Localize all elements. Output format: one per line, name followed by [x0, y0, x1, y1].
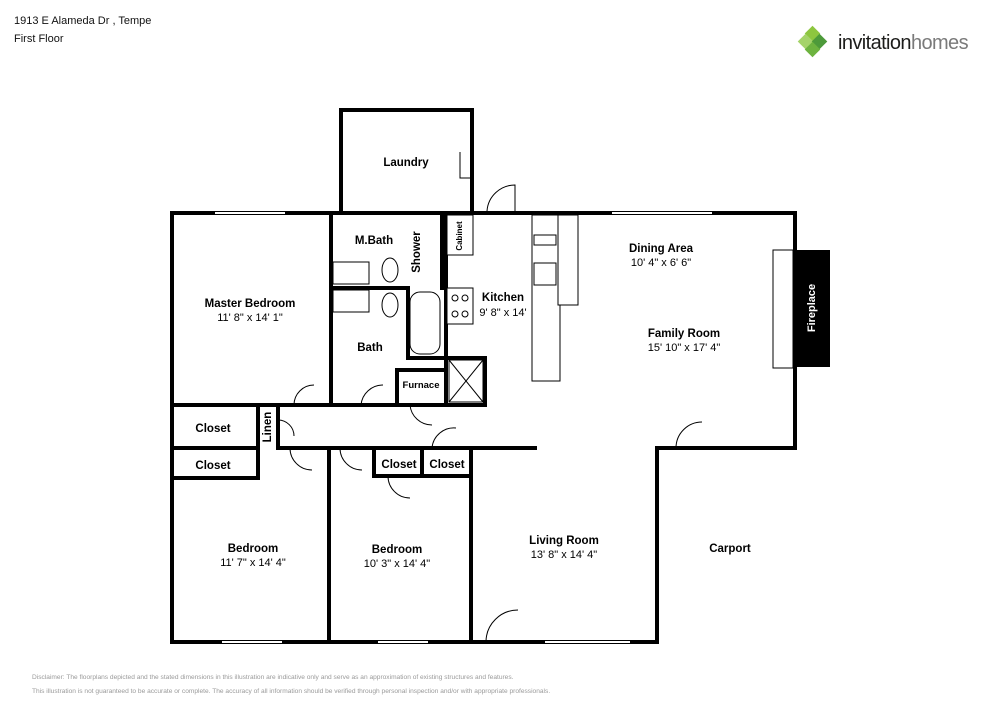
- disclaimer-line-2: This illustration is not guaranteed to b…: [32, 688, 551, 695]
- kitchen-dims: 9' 8" x 14': [479, 307, 526, 319]
- bedroom2-closet-a-label: Closet: [381, 459, 416, 471]
- family-dims: 15' 10" x 17' 4": [648, 342, 721, 354]
- living-room-label: Living Room: [529, 535, 599, 547]
- brand-logo: invitationhomes: [797, 25, 977, 63]
- living-room-dims: 13' 8" x 14' 4": [531, 549, 598, 561]
- master-bedroom-label: Master Bedroom: [205, 298, 296, 310]
- property-address: 1913 E Alameda Dr , Tempe: [14, 15, 152, 27]
- mbath-label: M.Bath: [355, 235, 393, 247]
- laundry-label: Laundry: [383, 157, 429, 169]
- shower-label: Shower: [411, 231, 423, 273]
- bedroom1-label: Bedroom: [228, 543, 278, 555]
- bedroom2-closet-b-label: Closet: [429, 459, 464, 471]
- diamond-grid-logo-icon: [797, 25, 828, 58]
- brand-name-bold: invitation: [838, 32, 912, 54]
- floor-label: First Floor: [14, 33, 64, 45]
- fireplace-block: [795, 250, 830, 367]
- bedroom2-label: Bedroom: [372, 544, 422, 556]
- family-label: Family Room: [648, 328, 720, 340]
- furnace-label: Furnace: [403, 380, 440, 391]
- bedroom1-closet-label: Closet: [195, 460, 230, 472]
- kitchen-label: Kitchen: [482, 292, 524, 304]
- master-closet-label: Closet: [195, 423, 230, 435]
- master-bedroom-dims: 11' 8" x 14' 1": [217, 312, 283, 324]
- bedroom1-dims: 11' 7" x 14' 4": [220, 557, 286, 569]
- disclaimer-line-1: Disclaimer: The floorplans depicted and …: [32, 674, 514, 681]
- brand-name-light: homes: [910, 32, 969, 54]
- bedroom2-dims: 10' 3" x 14' 4": [364, 558, 431, 570]
- bath-label: Bath: [357, 342, 383, 354]
- dining-dims: 10' 4" x 6' 6": [631, 257, 691, 269]
- linen-label: Linen: [262, 412, 274, 443]
- dining-label: Dining Area: [629, 243, 694, 255]
- cabinet-label: Cabinet: [455, 221, 464, 251]
- fireplace-label: Fireplace: [806, 284, 818, 332]
- carport-label: Carport: [709, 543, 751, 555]
